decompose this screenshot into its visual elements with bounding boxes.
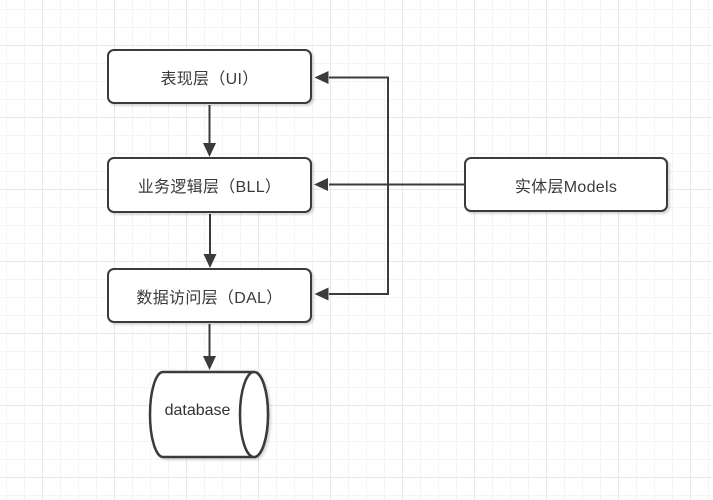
edge-bll-to-dal — [203, 214, 217, 268]
node-presentation-layer-label: 表现层（UI） — [160, 70, 259, 88]
node-data-access-layer: 数据访问层（DAL） — [107, 268, 312, 323]
node-entity-layer-models-label: 实体层Models — [514, 178, 618, 196]
node-entity-layer-models: 实体层Models — [464, 157, 668, 212]
arrow-down-icon — [203, 356, 216, 370]
node-data-access-layer-label: 数据访问层（DAL） — [136, 289, 283, 307]
arrow-left-icon — [314, 287, 329, 301]
database-cylinder — [148, 370, 270, 459]
node-presentation-layer: 表现层（UI） — [107, 49, 312, 104]
node-business-logic-layer-label: 业务逻辑层（BLL） — [137, 179, 282, 196]
arrow-down-icon — [203, 254, 217, 268]
edge-dal-to-database — [203, 324, 216, 370]
node-database-label: database — [164, 402, 231, 419]
edge-ui-to-bll — [203, 105, 216, 157]
arrow-left-icon — [314, 178, 328, 191]
arrow-left-icon — [314, 71, 329, 84]
arrow-down-icon — [203, 143, 216, 157]
edge-models-to-bll — [314, 178, 464, 191]
node-business-logic-layer: 业务逻辑层（BLL） — [107, 157, 312, 213]
edge-models-branch — [314, 71, 389, 301]
